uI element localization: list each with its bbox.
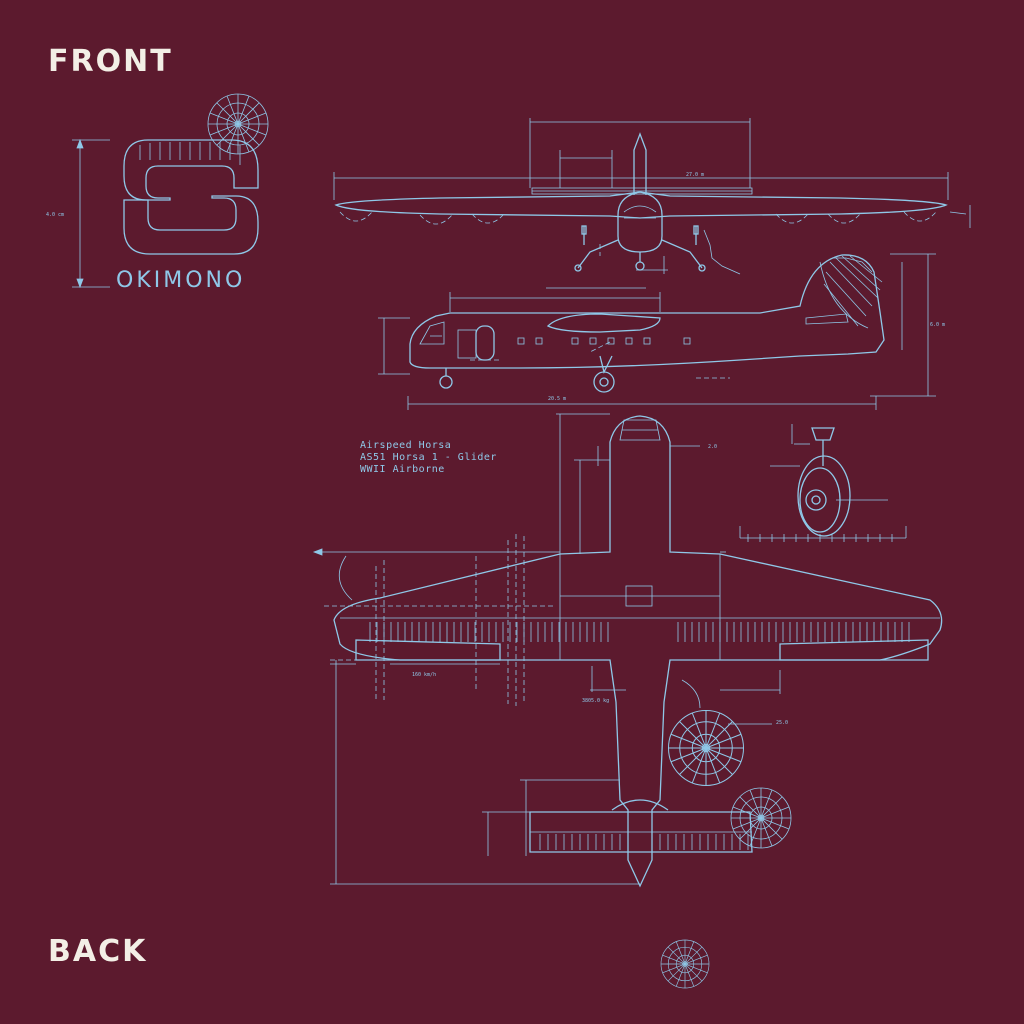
top-view [333,415,943,888]
back-label: BACK [48,934,148,969]
logo-dimension-text: 4.0 cm [46,212,64,218]
brand-name: OKIMONO [116,268,245,293]
top-view-dashes [324,534,564,706]
logo-dimension-line [72,138,110,289]
side-length-dimension: 20.5 m [548,396,566,402]
okimono-logo-icon [123,139,259,255]
wheel-scale-ticks [747,534,893,542]
parachute-icon [668,710,744,786]
chute-dimension: 25.0 [776,720,788,726]
parachute-icon [207,93,269,155]
caption-line-2: AS51 Horsa 1 - Glider [360,452,497,463]
cockpit-dimension: 2.0 [708,444,717,450]
wing-ribs [369,622,910,850]
front-span-dimension: 27.0 m [686,172,704,178]
front-view [333,118,971,275]
aircraft-caption: Airspeed Horsa AS51 Horsa 1 - Glider WWI… [360,440,497,476]
parachute-icon [660,939,710,989]
top-view-dimensions [312,413,781,885]
side-height-dimension: 6.0 m [930,322,945,328]
caption-line-3: WWII Airborne [360,464,445,475]
speed-dimension: 160 km/h [412,672,436,678]
weight-dimension: 3805.0 kg [582,698,609,704]
caption-line-1: Airspeed Horsa [360,440,452,451]
wheel-icon [739,424,907,539]
front-label: FRONT [48,44,173,79]
side-view [378,253,936,410]
